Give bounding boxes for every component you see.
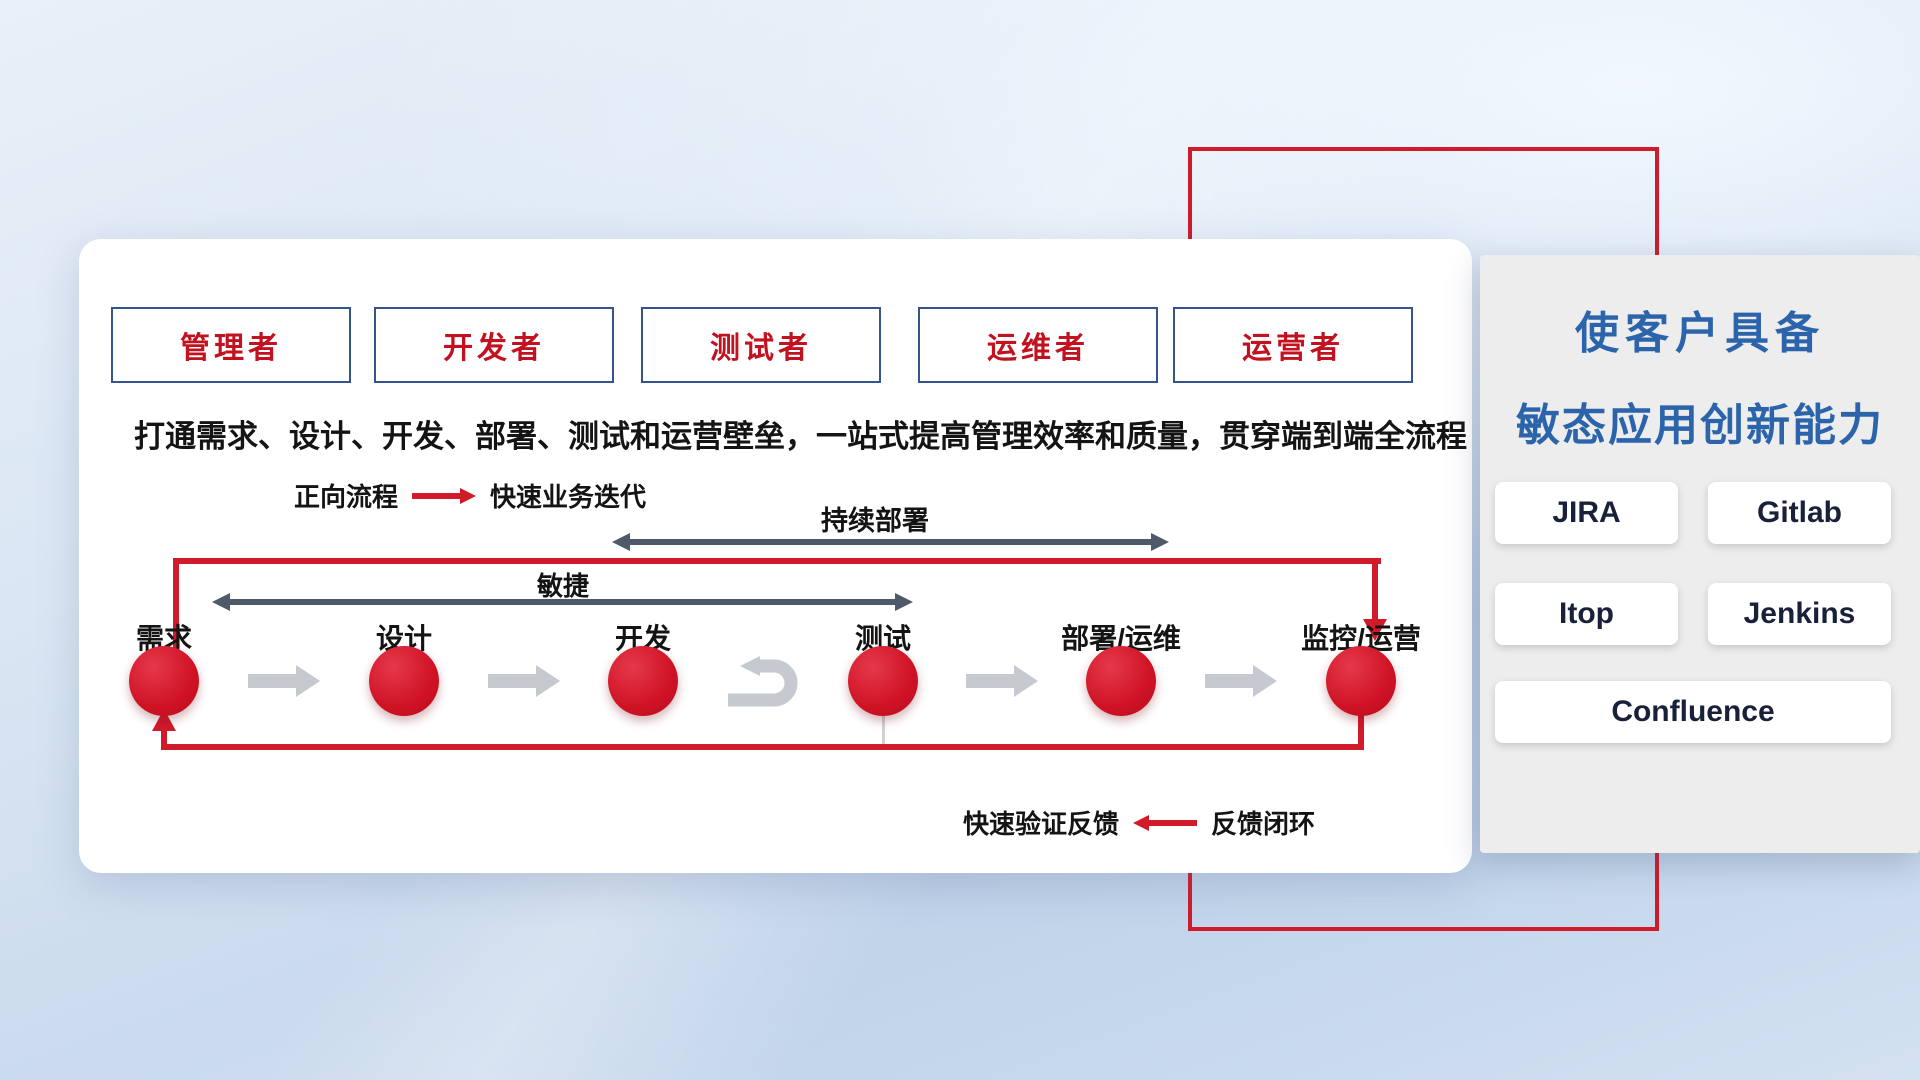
role-label: 测试者 [710, 332, 812, 365]
stage-circle-design [369, 646, 439, 716]
role-label: 运营者 [1242, 332, 1344, 365]
stage-circle-development [608, 646, 678, 716]
tool-badge-jira: JIRA [1495, 482, 1678, 544]
stage-circle-deploy-ops [1086, 646, 1156, 716]
tool-badge-jenkins: Jenkins [1708, 583, 1891, 645]
stage-circle-monitor-ops [1326, 646, 1396, 716]
panel-title-line2: 敏态应用创新能力 [1516, 401, 1884, 450]
feedback-loop-line [161, 727, 167, 747]
agile-arrow-icon [212, 593, 913, 611]
role-box-ops: 运维者 [918, 307, 1158, 383]
role-box-tester: 测试者 [641, 307, 881, 383]
stage-circle-testing [848, 646, 918, 716]
legend-feedback: 快速验证反馈 反馈闭环 [963, 804, 1315, 841]
flow-arrow-icon [966, 665, 1038, 697]
tool-badge-gitlab: Gitlab [1708, 482, 1891, 544]
iteration-loop-arrow-icon [728, 656, 798, 707]
legend-forward-desc: 快速业务迭代 [490, 482, 647, 512]
continuous-deploy-label: 持续部署 [821, 506, 929, 536]
flow-arrow-icon [1205, 665, 1277, 697]
role-label: 运维者 [987, 332, 1089, 365]
panel-title-line1: 使客户具备 [1575, 309, 1825, 358]
forward-loop-arrowhead-icon [1363, 619, 1387, 641]
flow-arrow-icon [248, 665, 320, 697]
role-box-operator: 运营者 [1173, 307, 1413, 383]
role-label: 开发者 [443, 332, 545, 365]
legend-feedback-label: 反馈闭环 [1211, 809, 1316, 839]
capability-panel: 使客户具备 敏态应用创新能力 JIRA Gitlab Itop Jenkins … [1480, 255, 1920, 853]
feedback-loop-line [1358, 707, 1364, 750]
role-box-developer: 开发者 [374, 307, 614, 383]
devops-flow-card: 管理者 开发者 测试者 运维者 运营者 打通需求、设计、开发、部署、测试和运营壁… [79, 239, 1472, 873]
continuous-deploy-arrow-icon [612, 533, 1169, 551]
legend-forward-label: 正向流程 [294, 482, 399, 512]
card-subtitle: 打通需求、设计、开发、部署、测试和运营壁垒，一站式提高管理效率和质量，贯穿端到端… [134, 419, 1467, 454]
legend-feedback-desc: 快速验证反馈 [963, 809, 1120, 839]
tool-badge-itop: Itop [1495, 583, 1678, 645]
legend-forward: 正向流程 快速业务迭代 [294, 477, 646, 514]
agile-label: 敏捷 [536, 571, 590, 601]
tool-badge-confluence: Confluence [1495, 681, 1891, 743]
stage-circle-requirements [129, 646, 199, 716]
feedback-loop-line [161, 744, 1364, 750]
forward-loop-line [173, 558, 179, 653]
forward-loop-line [173, 558, 1381, 564]
test-feedback-connector-line [882, 716, 885, 747]
feedback-arrow-icon [1133, 814, 1198, 831]
role-box-manager: 管理者 [111, 307, 351, 383]
role-label: 管理者 [180, 332, 282, 365]
forward-arrow-icon [412, 487, 477, 504]
flow-arrow-icon [488, 665, 560, 697]
forward-loop-line [1372, 558, 1378, 620]
